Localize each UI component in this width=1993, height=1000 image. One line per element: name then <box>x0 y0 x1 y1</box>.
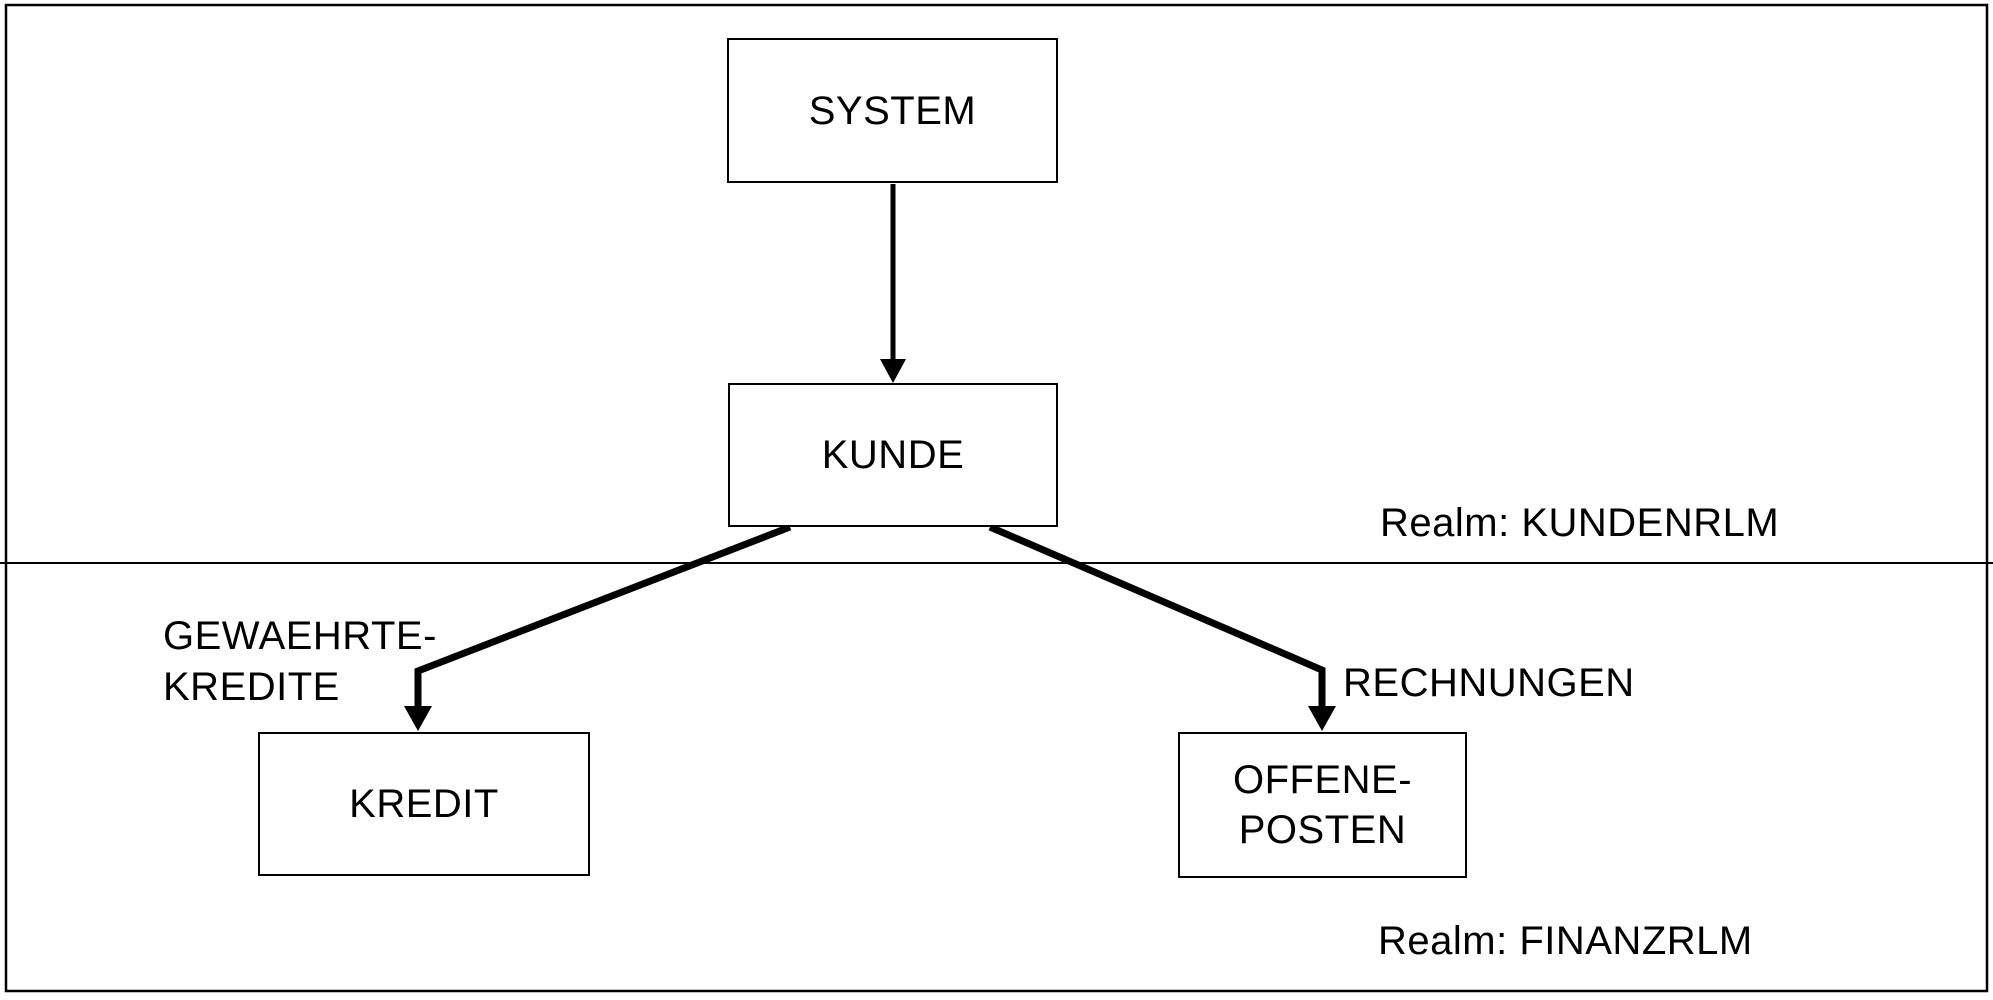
node-kunde: KUNDE <box>728 383 1058 527</box>
edge-label-rechnungen: RECHNUNGEN <box>1343 661 1635 705</box>
outer-frame-border <box>4 3 1989 993</box>
node-kredit-label: KREDIT <box>349 782 499 826</box>
realm-label-kundenrlm: Realm: KUNDENRLM <box>1380 501 1780 545</box>
arrow-kunde-to-kredit <box>404 523 792 731</box>
node-kredit: KREDIT <box>258 732 590 876</box>
node-system: SYSTEM <box>727 38 1058 183</box>
node-system-label: SYSTEM <box>808 88 977 133</box>
node-kunde-label: KUNDE <box>821 433 965 477</box>
edge-label-gewaehrte-kredite: GEWAEHRTE- KREDITE <box>163 614 437 709</box>
realm-label-finanzrlm: Realm: FINANZRLM <box>1378 919 1753 963</box>
arrow-system-to-kunde <box>880 184 906 383</box>
node-offene-posten-label: OFFENE- POSTEN <box>1232 758 1413 852</box>
node-offene-posten: OFFENE- POSTEN <box>1178 732 1467 878</box>
arrow-kunde-to-offene-posten <box>988 523 1336 731</box>
